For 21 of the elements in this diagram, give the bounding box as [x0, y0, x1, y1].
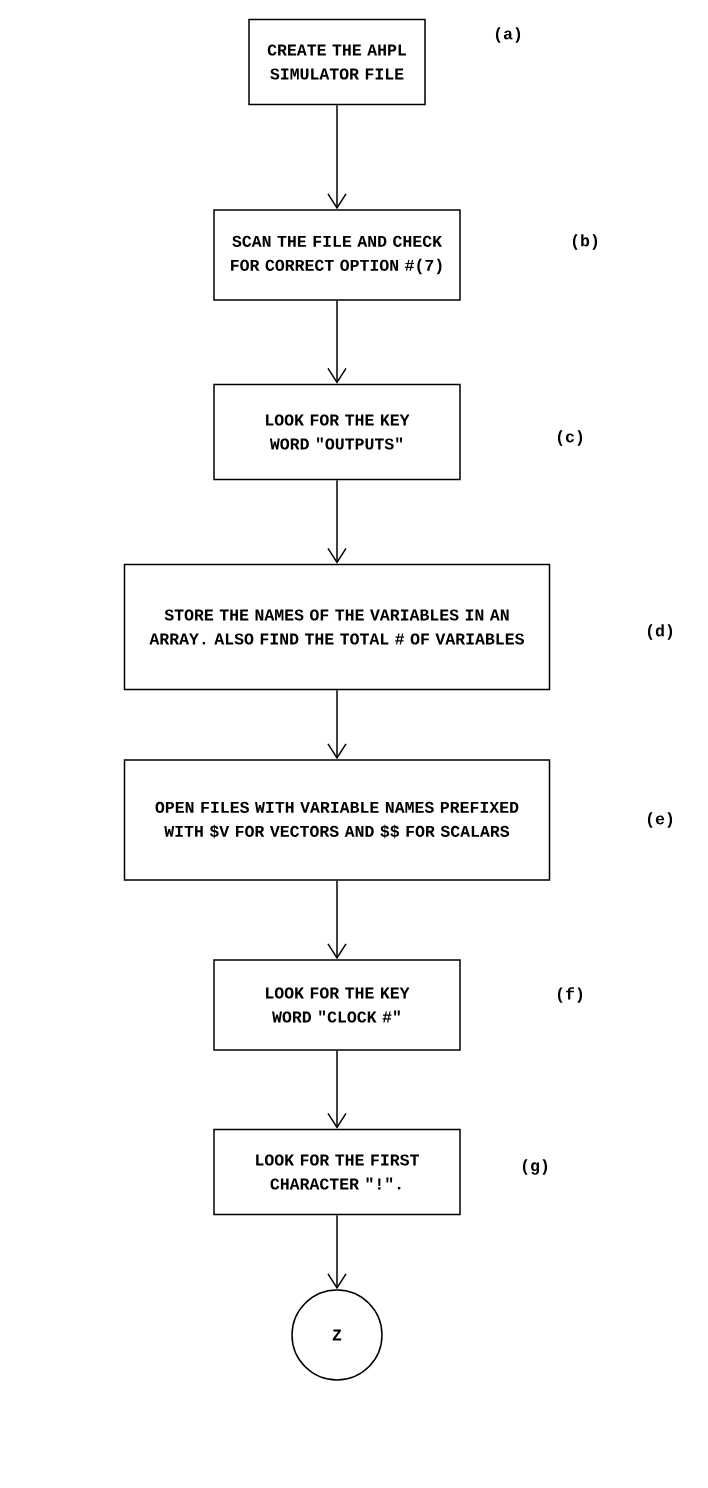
process-box: STORE THE NAMES OF THE VARIABLES IN AN ARRAY. ALSO FIND THE TOTAL # OF VARIABLES — [123, 563, 551, 691]
step-label: (d) — [647, 624, 673, 640]
process-box: SCAN THE FILE AND CHECK FOR CORRECT OPTION #(7) — [213, 209, 461, 301]
arrow — [327, 104, 347, 210]
process-box: LOOK FOR THE FIRST CHARACTER "!". — [213, 1128, 461, 1216]
process-box: OPEN FILES WITH VARIABLE NAMES PREFIXED WITH $V FOR VECTORS AND $$ FOR SCALARS — [123, 759, 551, 881]
process-box: CREATE THE AHPL SIMULATOR FILE — [248, 18, 426, 106]
arrow — [327, 689, 347, 760]
step-label: (a) — [495, 27, 521, 43]
process-box: LOOK FOR THE KEY WORD "OUTPUTS" — [213, 383, 461, 481]
step-label: (b) — [572, 234, 598, 250]
process-box: LOOK FOR THE KEY WORD "CLOCK #" — [213, 959, 461, 1051]
step-label: (e) — [647, 812, 673, 828]
arrow — [327, 479, 347, 564]
arrow — [327, 880, 347, 960]
arrow — [327, 1050, 347, 1129]
step-label: (c) — [557, 430, 583, 446]
arrow — [327, 300, 347, 384]
step-label: (f) — [557, 987, 583, 1003]
step-label: (g) — [522, 1159, 548, 1175]
arrow — [327, 1214, 347, 1290]
